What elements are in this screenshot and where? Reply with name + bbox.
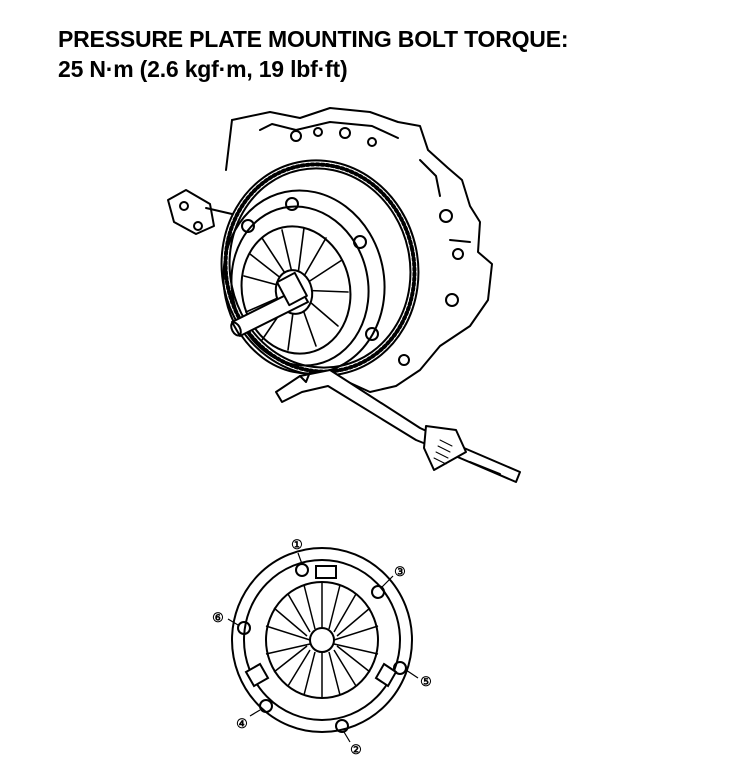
bolt-4 <box>259 699 273 713</box>
pressure-plate-front <box>231 547 413 733</box>
page-title: PRESSURE PLATE MOUNTING BOLT TORQUE: <box>58 26 569 52</box>
flywheel-holder <box>167 189 215 235</box>
bolt-sequence-diagram <box>227 547 419 743</box>
torque-wrench <box>275 369 521 483</box>
bolt-2 <box>335 719 349 733</box>
bolt-3 <box>371 585 385 599</box>
callout-1: ① <box>291 537 303 552</box>
engine-block <box>231 107 493 393</box>
bolt-6 <box>237 621 251 635</box>
header: PRESSURE PLATE MOUNTING BOLT TORQUE: 25 … <box>58 24 569 84</box>
callout-2: ② <box>350 742 362 757</box>
flywheel <box>220 159 420 377</box>
callout-5: ⑤ <box>420 674 432 689</box>
torque-spec: 25 N·m (2.6 kgf·m, 19 lbf·ft) <box>58 56 348 82</box>
callout-4: ④ <box>236 716 248 731</box>
clutch-installation-illustration <box>167 107 521 483</box>
callout-6: ⑥ <box>212 610 224 625</box>
bolt-5 <box>393 661 407 675</box>
callout-3: ③ <box>394 564 406 579</box>
bolt-1 <box>295 563 309 577</box>
bolt-callouts: ① ② ③ ④ ⑤ ⑥ <box>212 537 432 757</box>
